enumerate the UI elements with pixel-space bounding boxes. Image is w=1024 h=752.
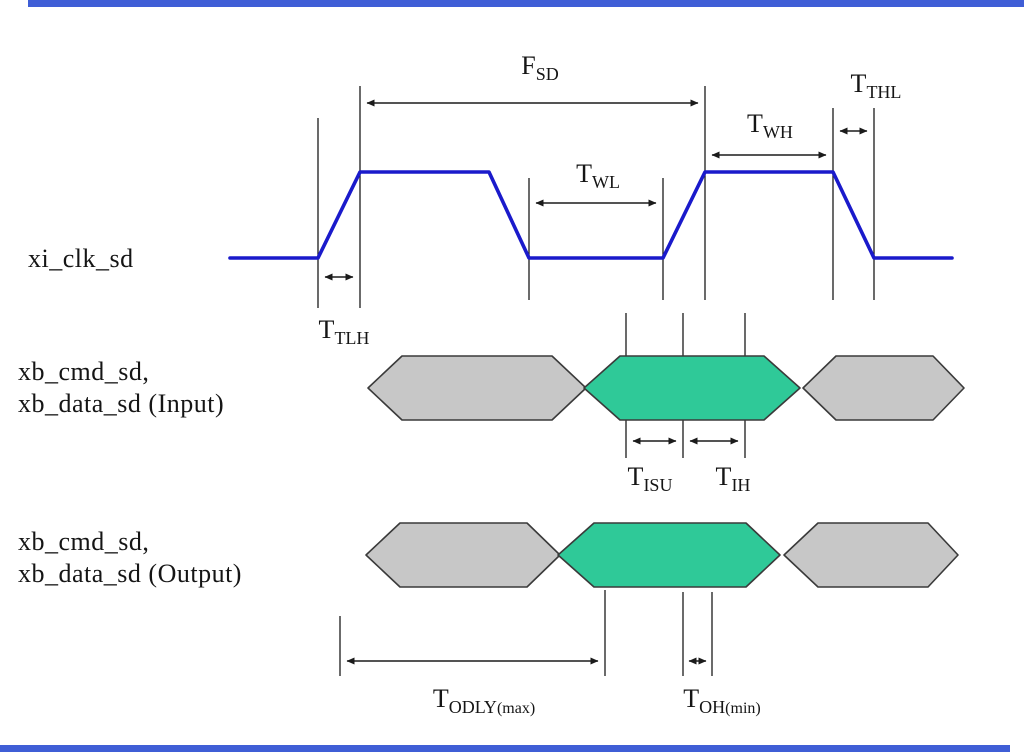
- input-valid-window: [583, 355, 801, 421]
- dimension-arrows: [324, 99, 868, 665]
- output-invalid-window-right: [783, 522, 959, 588]
- clock-waveform: [228, 170, 954, 260]
- twl-label: TWL: [576, 159, 620, 192]
- input-invalid-window-left: [367, 355, 587, 421]
- tthl-label: TTHL: [851, 69, 902, 102]
- input-signal-label-line1: xb_cmd_sd,: [18, 357, 149, 386]
- output-signal-label-line2: xb_data_sd (Output): [18, 559, 242, 588]
- fsd-label: FSD: [521, 51, 558, 84]
- input-signal-label-line2: xb_data_sd (Input): [18, 389, 224, 418]
- bottom-border-bar: [0, 745, 1010, 752]
- input-bus-waveform: [367, 355, 965, 421]
- reference-lines: [317, 86, 875, 676]
- toh-label: TOH(min): [683, 684, 760, 717]
- top-border-bar: [28, 0, 1024, 7]
- todly-label: TODLY(max): [433, 684, 535, 717]
- output-valid-window: [557, 522, 781, 588]
- output-bus-waveform: [365, 522, 959, 588]
- output-signal-label-line1: xb_cmd_sd,: [18, 527, 149, 556]
- twh-label: TWH: [747, 109, 793, 142]
- output-invalid-window-left: [365, 522, 561, 588]
- clock-signal-label: xi_clk_sd: [28, 244, 134, 273]
- tih-label: TIH: [716, 462, 751, 495]
- input-invalid-window-right: [802, 355, 965, 421]
- tisu-label: TISU: [628, 462, 673, 495]
- ttlh-label: TTLH: [319, 315, 370, 348]
